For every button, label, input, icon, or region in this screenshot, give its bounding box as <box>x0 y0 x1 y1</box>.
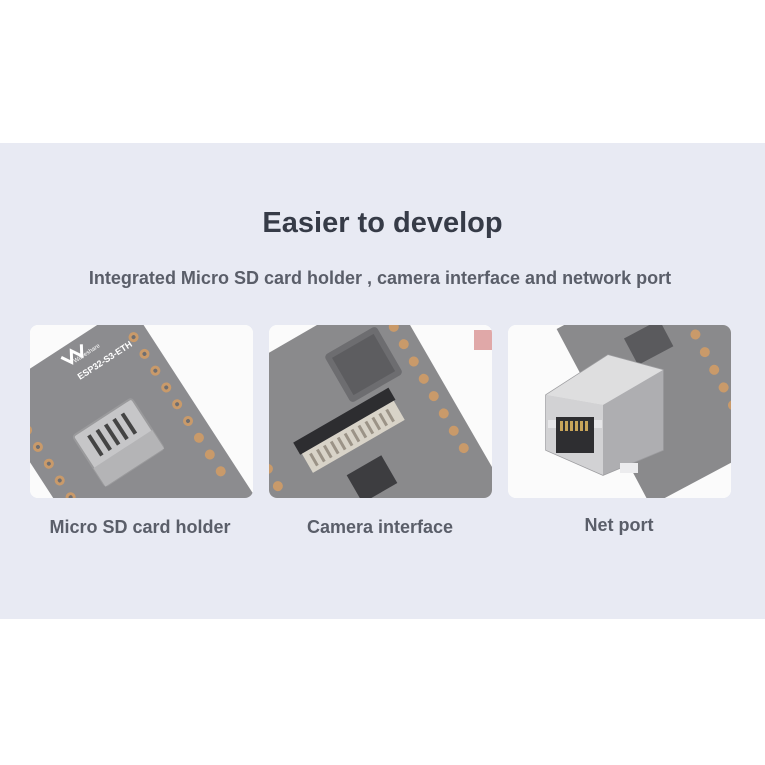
caption-camera-interface: Camera interface <box>306 517 454 537</box>
micro-sd-holder-icon: ESP32-S3-ETH Waveshare <box>30 325 253 498</box>
caption-net-port: Net port <box>584 515 654 535</box>
rj45-port-icon <box>508 325 731 498</box>
camera-connector-icon <box>269 325 492 498</box>
camera-interface-photo <box>269 325 492 498</box>
net-port-photo <box>508 325 731 498</box>
section-subtitle: Integrated Micro SD card holder , camera… <box>88 268 672 288</box>
section-title: Easier to develop <box>262 207 503 239</box>
micro-sd-card-photo: ESP32-S3-ETH Waveshare <box>30 325 253 498</box>
caption-micro-sd: Micro SD card holder <box>49 517 231 537</box>
